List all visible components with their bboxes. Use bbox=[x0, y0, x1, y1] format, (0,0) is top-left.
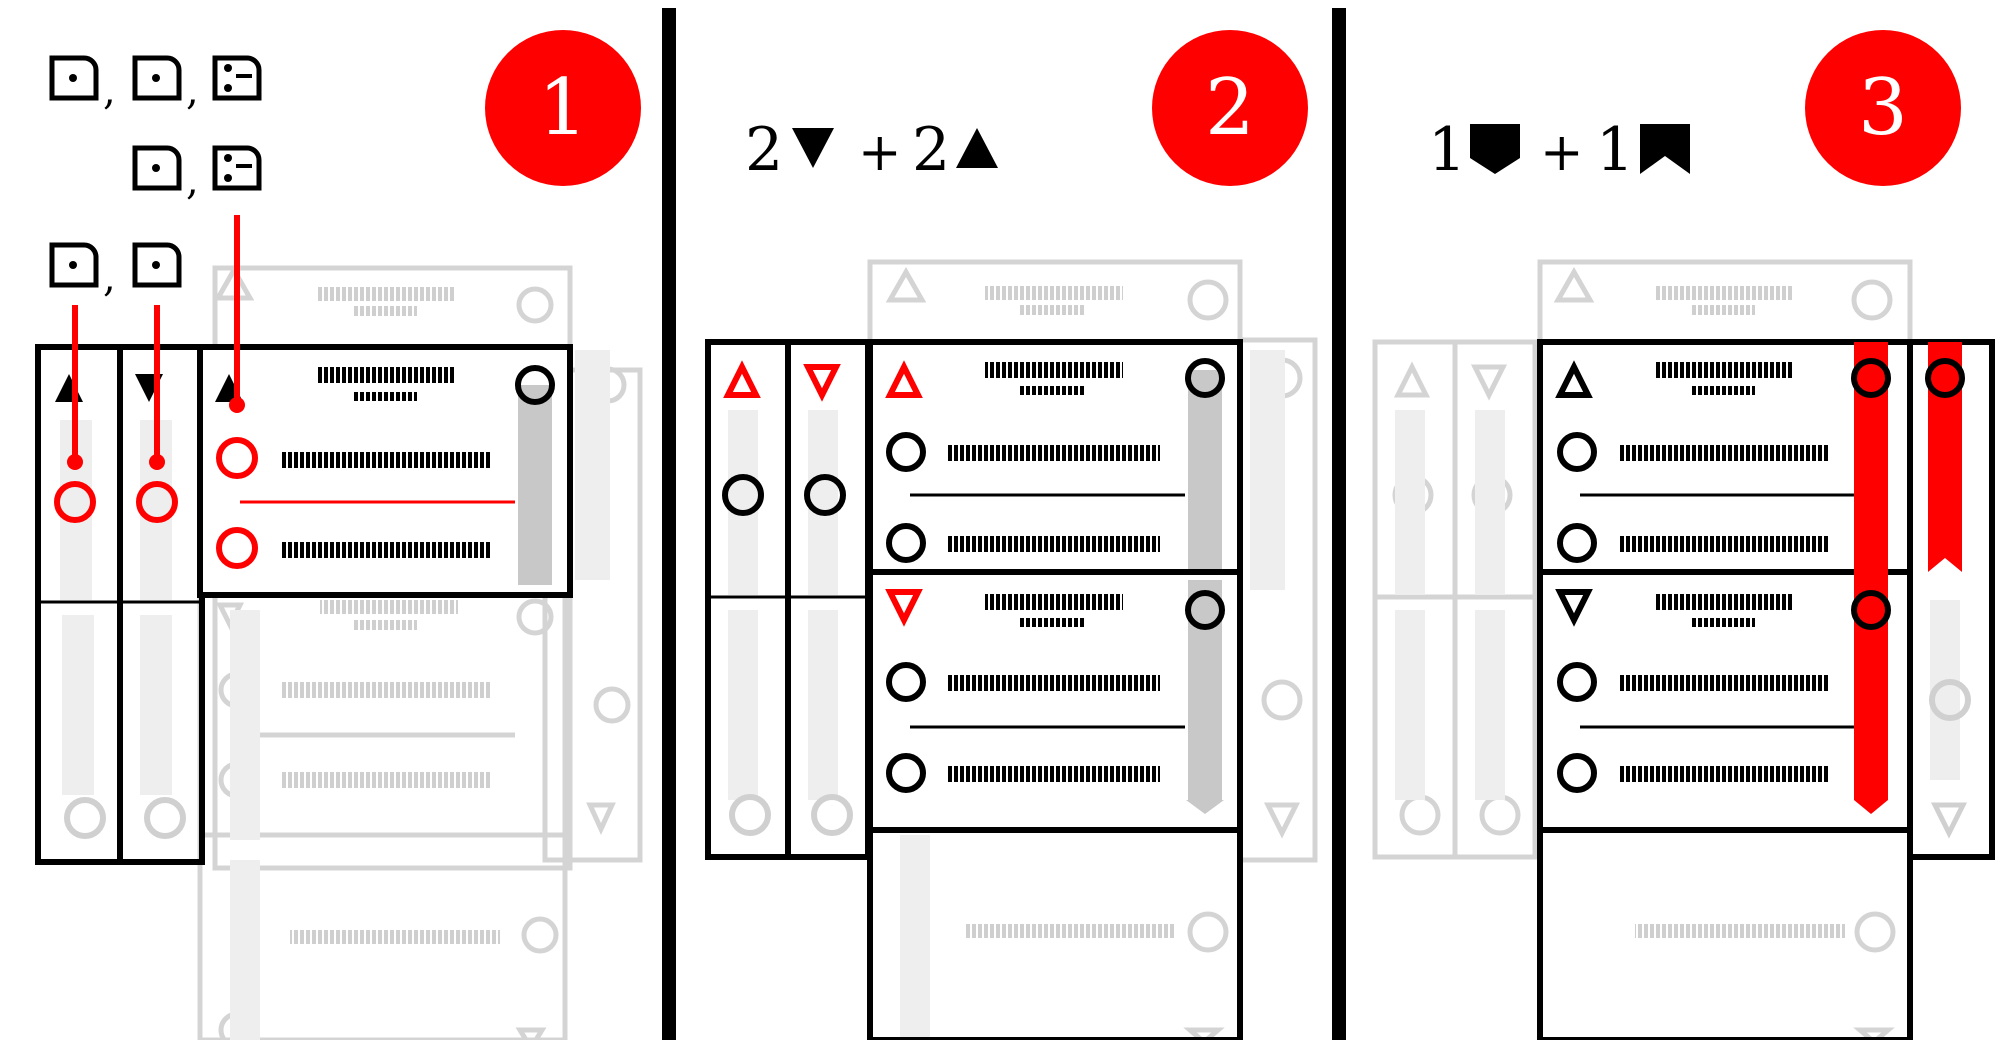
main-card-top bbox=[867, 339, 1243, 575]
main-card-bottom bbox=[867, 569, 1243, 833]
panel-divider-1 bbox=[662, 8, 676, 1040]
main-card bbox=[197, 344, 573, 598]
plus-sign: + bbox=[1540, 123, 1584, 183]
up-count: 2 bbox=[912, 115, 950, 185]
narrow-card-middle bbox=[117, 344, 205, 865]
shield-count: 1 bbox=[1428, 115, 1466, 185]
svg-text:,: , bbox=[103, 68, 116, 114]
svg-text:,: , bbox=[186, 158, 199, 204]
panel-step-1: ,, , , 1 bbox=[35, 30, 643, 1040]
cost-line: 1 + 1 bbox=[1428, 115, 1690, 185]
narrow-card-left bbox=[35, 344, 123, 865]
triangle-down-icon bbox=[792, 128, 834, 168]
plus-sign: + bbox=[858, 123, 902, 183]
panel-divider-2 bbox=[1332, 8, 1346, 1040]
banner-ribbon bbox=[1851, 342, 1891, 814]
step-1-badge bbox=[485, 30, 641, 186]
step-2-number: 2 bbox=[1205, 63, 1255, 153]
triangle-up-icon bbox=[956, 128, 998, 168]
die-face-one-icon bbox=[132, 242, 182, 288]
panel-step-2: 2 + 2 2 bbox=[705, 30, 1318, 1040]
step-2-badge bbox=[1152, 30, 1308, 186]
svg-text:,: , bbox=[186, 68, 199, 114]
die-face-one-icon bbox=[132, 55, 182, 101]
step-3-number: 3 bbox=[1858, 63, 1908, 153]
die-face-three-icon bbox=[212, 145, 262, 191]
shield-icon bbox=[1470, 124, 1520, 174]
step-1-number: 1 bbox=[538, 63, 588, 153]
die-face-three-icon bbox=[212, 55, 262, 101]
narrow-card-left bbox=[705, 339, 791, 860]
dice-rows bbox=[49, 55, 262, 288]
cost-line: 2 + 2 bbox=[745, 115, 998, 185]
down-count: 2 bbox=[745, 115, 783, 185]
die-face-one-icon bbox=[132, 145, 182, 191]
narrow-card-right bbox=[1907, 339, 1995, 860]
die-face-one-icon bbox=[49, 55, 99, 101]
main-card-bottom bbox=[1537, 569, 1913, 833]
slot-connectors bbox=[54, 215, 258, 569]
banner-count: 1 bbox=[1596, 115, 1634, 185]
svg-text:,: , bbox=[103, 255, 116, 301]
narrow-card-middle bbox=[785, 339, 871, 860]
banner-icon bbox=[1640, 124, 1690, 174]
step-3-badge bbox=[1805, 30, 1961, 186]
panel-step-3: 1 + 1 3 bbox=[1372, 30, 1995, 1040]
die-face-one-icon bbox=[49, 242, 99, 288]
